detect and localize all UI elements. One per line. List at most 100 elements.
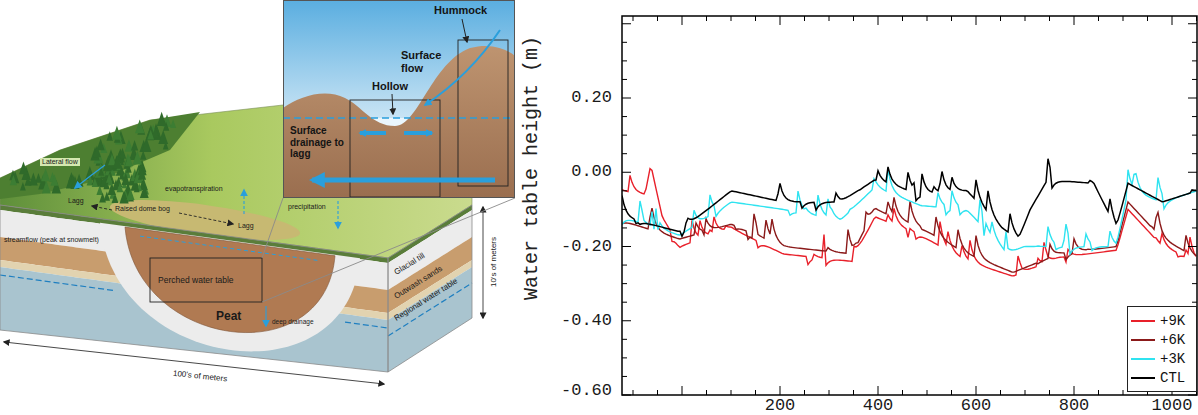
axis-tick (622, 320, 631, 321)
tick-label: -0.40 (561, 311, 612, 330)
layer-label: Perched water table (158, 276, 234, 285)
lateral-flow-arrow (75, 165, 105, 188)
tree-symbol (140, 185, 149, 198)
axis-tick (1188, 23, 1197, 24)
tree-symbol (158, 130, 168, 144)
tree-symbol (131, 140, 138, 151)
tree-symbol (42, 180, 51, 193)
dimension-label: 10's of meters (490, 237, 499, 287)
dimension-arrow (4, 342, 384, 384)
layer-label: Peat (216, 310, 241, 323)
axis-tick (1188, 98, 1197, 99)
profile-frame (458, 40, 508, 186)
zone-label: Lagg (238, 222, 254, 230)
legend-label: CTL (1160, 370, 1185, 386)
tree-symbol (25, 176, 32, 186)
zone-label: Raised dome bog (115, 205, 170, 213)
tree-symbol (112, 193, 119, 203)
tree-symbol (112, 126, 122, 140)
plot-frame (622, 16, 1197, 395)
zone-label: Lagg (68, 197, 84, 205)
tree-symbol (157, 112, 167, 126)
axis-tick (622, 98, 631, 99)
tree-symbol (134, 184, 140, 193)
tick-label: -0.60 (561, 382, 612, 401)
legend-row: +3K (1131, 349, 1193, 368)
tree-symbol (133, 151, 142, 165)
surface-flow-arrow (425, 30, 500, 105)
axis-tick (976, 386, 977, 395)
tree-symbol (20, 182, 26, 190)
deep-drainage-arrow (265, 306, 266, 326)
peat-basin (125, 227, 335, 333)
legend-label: +9K (1160, 313, 1185, 329)
tree-symbol (92, 178, 98, 187)
legend-row: CTL (1131, 368, 1193, 387)
tree-symbol (127, 188, 135, 200)
legend-line-sample (1131, 339, 1155, 341)
pointer-arrow (462, 19, 467, 42)
plot-background (622, 16, 1197, 395)
axis-tick (682, 386, 683, 395)
line-chart (622, 16, 1197, 395)
axis-tick (622, 246, 631, 247)
data-series-line (622, 169, 1196, 276)
axis-tick (1074, 386, 1075, 395)
sky (283, 0, 515, 198)
inset-illustration (283, 0, 515, 198)
axis-tick (1188, 246, 1197, 247)
tree-symbol (141, 138, 151, 152)
tree-symbol (147, 130, 154, 140)
legend-line-sample (1131, 358, 1155, 360)
axis-tick (1172, 16, 1173, 25)
chart-legend: +9K +6K+3K CTL (1127, 306, 1197, 392)
tick-label: 200 (765, 397, 796, 415)
inset-panel: HummockHollow Surface flowSurface drainag… (283, 0, 515, 198)
legend-row: +9K (1131, 311, 1193, 330)
legend-label: +6K (1160, 332, 1185, 348)
block-outline (0, 205, 388, 372)
tree-symbol (93, 146, 101, 158)
tree-symbol (140, 150, 146, 159)
axis-tick (682, 16, 683, 25)
axis-tick (1188, 172, 1197, 173)
tick-label: 600 (961, 397, 992, 415)
panel-label: Surface flow (401, 49, 453, 74)
data-series-line (622, 159, 1196, 237)
zoom-frame (150, 258, 262, 302)
till-bowl (100, 223, 360, 352)
panel-label: Hollow (372, 80, 408, 93)
tree-symbol (119, 148, 127, 159)
axis-title: Water table height (m) (521, 36, 543, 300)
water-table-line (283, 117, 515, 119)
soil-layer (388, 267, 472, 372)
tree-symbol (135, 119, 145, 133)
dimension-arrow (483, 207, 484, 318)
legend-row: +6K (1131, 330, 1193, 349)
flow-label: precipitation (288, 203, 326, 211)
data-series-line (622, 169, 1196, 254)
zoom-line (262, 198, 515, 302)
tree-symbol (138, 168, 146, 180)
legend-line-sample (1131, 320, 1155, 322)
tick-label: 0.20 (571, 89, 612, 108)
panel-label: Hummock (434, 4, 487, 17)
flow-label: Lateral flow (40, 158, 80, 166)
series-group (622, 159, 1196, 276)
tree-symbol (106, 174, 112, 183)
flow-label: streamflow (peak at snowmelt) (4, 236, 99, 244)
pointer-arrow (392, 94, 393, 114)
lagg-arrow (179, 213, 233, 224)
legend-line-sample (1131, 377, 1155, 379)
axis-tick (1074, 16, 1075, 25)
tick-label: 800 (1059, 397, 1090, 415)
panel-label: Surface drainage to lagg (290, 125, 348, 160)
drainage-arrow (360, 131, 386, 135)
precipitation-arrow (337, 201, 338, 228)
tree-symbol (99, 193, 106, 203)
dimension-label: 100's of meters (172, 370, 227, 385)
flow-label: deep drainage (272, 318, 314, 325)
tree-symbol (170, 119, 176, 128)
